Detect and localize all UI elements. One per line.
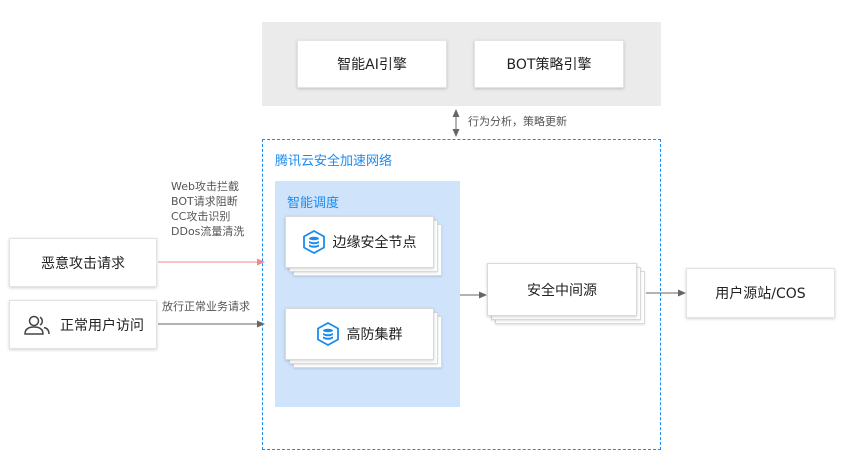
scheduling-title: 智能调度 bbox=[287, 196, 340, 211]
sync-label: 行为分析，策略更新 bbox=[468, 115, 567, 128]
protection-item: DDos流量清洗 bbox=[171, 225, 245, 238]
ai-engine-box: 智能AI引擎 bbox=[297, 40, 447, 88]
protection-item: CC攻击识别 bbox=[171, 210, 231, 223]
user-origin-label: 用户源站/COS bbox=[715, 286, 806, 302]
edge-node-box: 边缘安全节点 bbox=[285, 216, 434, 268]
normal-pass-label: 放行正常业务请求 bbox=[162, 300, 250, 313]
ddos-cluster-label: 高防集群 bbox=[346, 327, 403, 343]
bot-engine-box: BOT策略引擎 bbox=[474, 40, 624, 88]
edge-node-label: 边缘安全节点 bbox=[332, 235, 417, 251]
normal-user-label: 正常用户访问 bbox=[60, 317, 144, 334]
middle-origin-label: 安全中间源 bbox=[527, 282, 597, 299]
bot-engine-label: BOT策略引擎 bbox=[506, 57, 592, 73]
ddos-cluster-box: 高防集群 bbox=[285, 308, 434, 360]
protection-list: Web攻击拦截 BOT请求阻断 CC攻击识别 DDos流量清洗 bbox=[171, 179, 244, 239]
malicious-request-label: 恶意攻击请求 bbox=[41, 255, 125, 272]
protection-item: Web攻击拦截 bbox=[171, 180, 239, 193]
database-hexagon-icon bbox=[302, 230, 325, 254]
middle-origin-box: 安全中间源 bbox=[487, 263, 637, 316]
protection-item: BOT请求阻断 bbox=[171, 195, 238, 208]
user-origin-box: 用户源站/COS bbox=[686, 268, 835, 318]
network-container bbox=[262, 139, 661, 450]
normal-user-box: 正常用户访问 bbox=[9, 300, 157, 349]
malicious-request-box: 恶意攻击请求 bbox=[9, 238, 157, 287]
database-hexagon-icon bbox=[316, 322, 339, 346]
ai-engine-label: 智能AI引擎 bbox=[337, 57, 407, 73]
users-icon bbox=[22, 314, 52, 336]
network-title: 腾讯云安全加速网络 bbox=[275, 154, 393, 169]
